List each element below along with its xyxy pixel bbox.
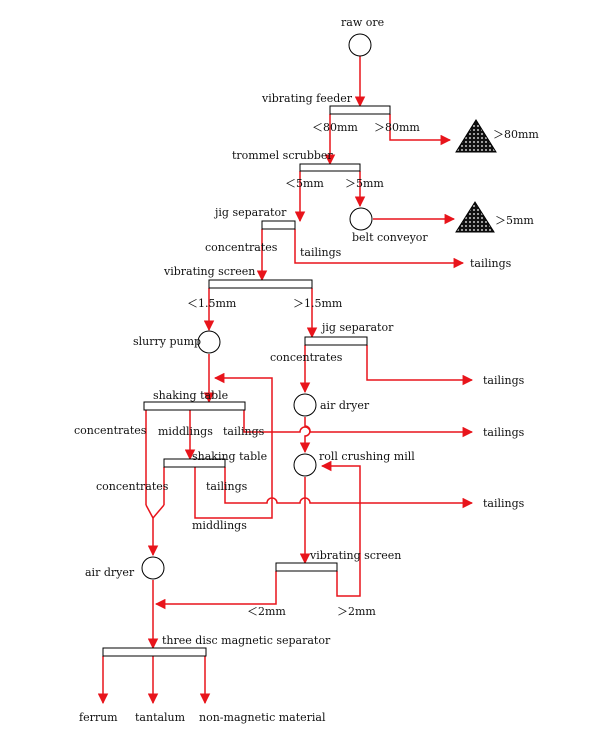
flow-screen2-fines	[154, 571, 277, 610]
ferrum-label: ferrum	[79, 711, 118, 724]
shaking-table-2-label: shaking table	[192, 450, 267, 463]
flow-table1-tailings	[243, 410, 474, 438]
vibrating-screen-2-label: vibrating screen	[309, 549, 401, 562]
shaking-table-1-box	[143, 401, 246, 411]
slurry-pump-node	[197, 330, 221, 354]
oversize-5mm-pile-icon	[455, 201, 495, 233]
vibrating-screen-1-label: vibrating screen	[163, 265, 255, 278]
oversize-80mm-pile-icon	[455, 119, 497, 153]
jig-separator-2-box	[304, 336, 368, 346]
gt5-label: ＞5mm	[345, 177, 384, 190]
tailings-out-2-label: tailings	[483, 374, 525, 387]
flow-screen2-recycle	[320, 460, 361, 597]
tailings-4-label: tailings	[206, 480, 248, 493]
gt2-label: ＞2mm	[337, 605, 376, 618]
tailings-1-label: tailings	[300, 246, 342, 259]
tailings-3-label: tailings	[223, 425, 265, 438]
flow-jig1-tailings	[294, 229, 465, 269]
equipment	[102, 33, 497, 657]
air-dryer-2-label: air dryer	[85, 566, 135, 579]
flow-middlings-recycle	[194, 372, 273, 519]
air-dryer-2-node	[141, 556, 165, 580]
pile80-label: ＞80mm	[493, 128, 539, 141]
air-dryer-1-label: air dryer	[320, 399, 370, 412]
shaking-table-1-label: shaking table	[153, 389, 228, 402]
gt1-5-label: ＞1.5mm	[293, 297, 343, 310]
belt-conveyor-node	[349, 207, 373, 231]
flow-feeder-to-pile80	[389, 114, 452, 146]
flow-merge-right	[152, 504, 165, 519]
flow-merge-to-dryer2	[145, 504, 159, 557]
concentrates-1-label: concentrates	[205, 241, 278, 254]
lt5-label: ＜5mm	[285, 177, 324, 190]
flow-dryer-to-mill	[299, 417, 311, 454]
tailings-out-3-label: tailings	[483, 426, 525, 439]
vibrating-screen-2-box	[275, 562, 338, 572]
concentrates-4-label: concentrates	[96, 480, 169, 493]
three-disc-separator-label: three disc magnetic separator	[162, 634, 331, 647]
labels: raw ore vibrating feeder ＜80mm ＞80mm ＞80…	[74, 16, 539, 724]
lt1-5-label: ＜1.5mm	[187, 297, 237, 310]
tailings-out-4-label: tailings	[483, 497, 525, 510]
raw-ore-label: raw ore	[341, 16, 384, 29]
middlings-2-label: middlings	[192, 519, 247, 532]
gt80-label: ＞80mm	[374, 121, 420, 134]
jig-separator-2-label: jig separator	[320, 321, 394, 334]
concentrates-2-label: concentrates	[270, 351, 343, 364]
trommel-scrubber-label: trommel scrubber	[232, 149, 333, 162]
roll-crushing-mill-node	[293, 453, 317, 477]
flow-table2-tailings	[224, 467, 474, 509]
trommel-scrubber-box	[299, 163, 361, 172]
belt-conveyor-label: belt conveyor	[352, 231, 428, 244]
shaking-table-2-box	[163, 458, 226, 468]
jig-separator-1-label: jig separator	[213, 206, 287, 219]
slurry-pump-label: slurry pump	[133, 335, 201, 348]
vibrating-screen-1-box	[208, 279, 313, 289]
tailings-out-1-label: tailings	[470, 257, 512, 270]
lt80-label: ＜80mm	[312, 121, 358, 134]
flow-lines	[97, 56, 474, 705]
concentrates-3-label: concentrates	[74, 424, 147, 437]
flow-jig2-tailings	[366, 345, 474, 386]
roll-crushing-mill-label: roll crushing mill	[319, 450, 415, 463]
vibrating-feeder-label: vibrating feeder	[261, 92, 353, 105]
tantalum-label: tantalum	[135, 711, 186, 724]
raw-ore-node	[348, 33, 372, 57]
non-magnetic-label: non-magnetic material	[199, 711, 326, 724]
air-dryer-1-node	[293, 393, 317, 417]
pile5-label: ＞5mm	[495, 214, 534, 227]
vibrating-feeder-box	[329, 105, 391, 115]
lt2-label: ＜2mm	[247, 605, 286, 618]
middlings-1-label: middlings	[158, 425, 213, 438]
magnetic-separator-box	[102, 647, 207, 657]
jig-separator-1-box	[261, 220, 296, 230]
